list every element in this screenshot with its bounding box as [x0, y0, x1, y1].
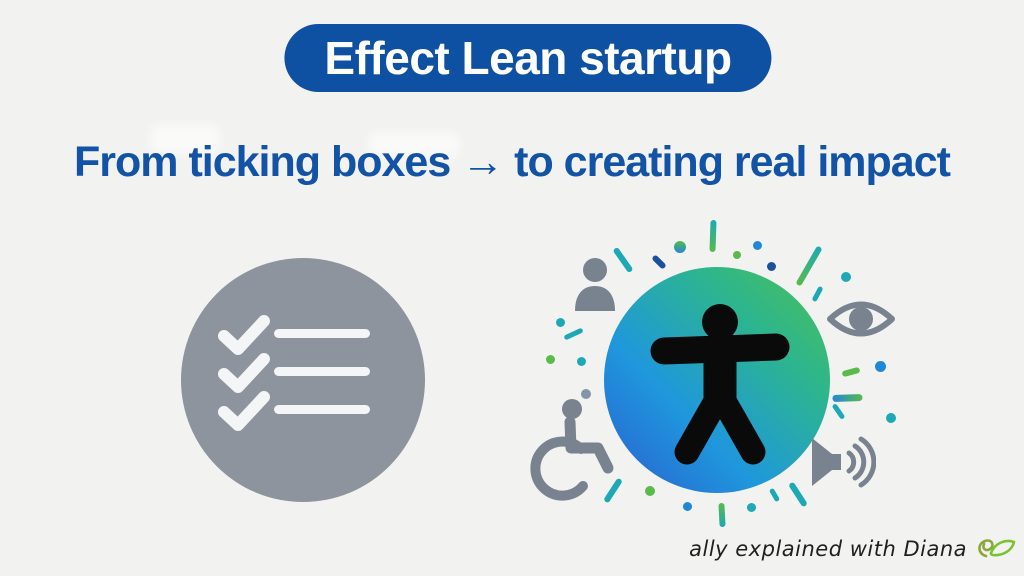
wheelchair-icon: [530, 399, 614, 501]
sparkle-dot: [556, 318, 565, 327]
sparkle-dot: [886, 413, 896, 423]
leaf-logo: [978, 539, 1016, 558]
sparkle-dot: [841, 272, 851, 282]
sparkle-dash: [841, 366, 861, 378]
sparkle-dash: [768, 487, 781, 503]
checklist-icon: [181, 258, 425, 502]
sparkle-dot: [767, 262, 776, 271]
sparkle-dot: [577, 357, 586, 366]
sparkle-dash: [709, 219, 717, 253]
sparkle-dot: [747, 503, 756, 512]
title-badge: Effect Lean startup: [284, 24, 772, 92]
sparkle-dash: [651, 254, 667, 270]
sparkle-dot: [546, 355, 555, 364]
sparkle-dot: [733, 251, 741, 259]
sparkle-dash: [788, 481, 808, 508]
sparkle-dash: [795, 245, 823, 287]
speaker-icon: [812, 436, 876, 488]
signature: ally explained with Diana: [689, 536, 1016, 562]
sparkle-dot: [753, 241, 762, 250]
signature-text: ally explained with Diana: [689, 537, 967, 561]
sparkle-dot: [674, 241, 686, 253]
title-badge-label: Effect Lean startup: [324, 32, 732, 84]
sparkle-dash: [563, 327, 584, 341]
background-smudge: [150, 124, 220, 154]
checklist-circle-background: [181, 258, 425, 502]
accessibility-person-icon: [650, 304, 790, 465]
sparkle-dash: [831, 403, 846, 420]
eye-icon: [827, 301, 895, 337]
sparkle-dash: [718, 502, 726, 528]
sparkle-dot: [683, 502, 692, 511]
sparkle-dot: [645, 486, 655, 496]
background-smudge: [368, 132, 460, 158]
user-icon: [575, 258, 615, 311]
sparkle-dash: [811, 285, 824, 303]
checklist-lines: [274, 329, 370, 414]
sparkle-dot: [875, 361, 886, 372]
sparkle-dash: [832, 393, 863, 403]
headline: From ticking boxes → to creating real im…: [74, 138, 951, 186]
checkmarks: [218, 315, 270, 431]
